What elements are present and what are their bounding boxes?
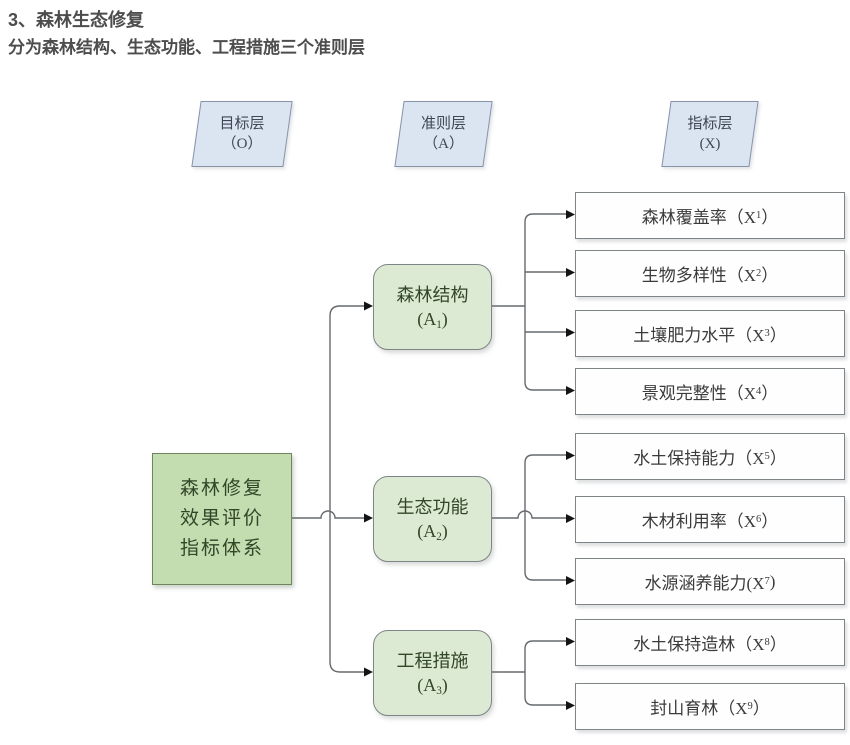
criterion-code: (A2) <box>417 521 448 544</box>
criterion-code: (A1) <box>417 309 448 332</box>
page-header: 3、森林生态修复 分为森林结构、生态功能、工程措施三个准则层 <box>8 6 365 62</box>
layer-header-criteria: 准则层 （A） <box>394 101 493 167</box>
layer-header-indicators: 指标层 (X) <box>661 101 759 167</box>
criterion-name: 生态功能 <box>396 497 469 517</box>
layer-header-goal: 目标层 （O） <box>191 101 293 167</box>
criterion-node-engineering-measures: 工程措施 (A3) <box>373 630 492 716</box>
layer-label: 准则层 <box>420 116 466 132</box>
layer-code: （A） <box>423 136 464 152</box>
page-subtitle: 分为森林结构、生态功能、工程措施三个准则层 <box>8 38 365 57</box>
criterion2-feed-line <box>490 510 566 519</box>
arrowhead-x4 <box>566 386 575 395</box>
criterion2-trunk-line <box>524 454 566 581</box>
layer-code: (X) <box>699 136 721 152</box>
layer-label: 指标层 <box>687 116 733 132</box>
arrowhead-x1 <box>566 210 575 219</box>
criterion3-trunk-line <box>524 640 566 706</box>
arrowhead-criterion-1 <box>364 301 373 311</box>
arrowhead-x9 <box>566 701 575 710</box>
goal-trunk-line <box>329 305 364 673</box>
arrowhead-criterion-2 <box>364 513 373 523</box>
criterion1-trunk-line <box>524 213 566 391</box>
layer-code: （O） <box>221 136 263 152</box>
arrowhead-x3 <box>566 328 575 337</box>
layer-label: 目标层 <box>219 116 265 132</box>
criterion-node-ecological-function: 生态功能 (A2) <box>373 476 492 562</box>
arrowhead-criterion-3 <box>364 667 373 677</box>
goal-node: 森林修复效果评价指标体系 <box>152 453 292 585</box>
arrowhead-x5 <box>566 451 575 460</box>
criterion-code: (A3) <box>417 675 448 698</box>
criterion-node-forest-structure: 森林结构 (A1) <box>373 264 492 350</box>
goal-feed-line <box>290 510 364 519</box>
arrowhead-x6 <box>566 514 575 523</box>
arrowhead-x2 <box>566 268 575 277</box>
arrowhead-x8 <box>566 637 575 646</box>
page-title: 3、森林生态修复 <box>8 10 145 30</box>
arrowhead-x7 <box>566 576 575 585</box>
criterion-name: 工程措施 <box>396 651 469 671</box>
goal-label: 森林修复效果评价指标体系 <box>179 478 264 559</box>
criterion-name: 森林结构 <box>396 285 469 305</box>
